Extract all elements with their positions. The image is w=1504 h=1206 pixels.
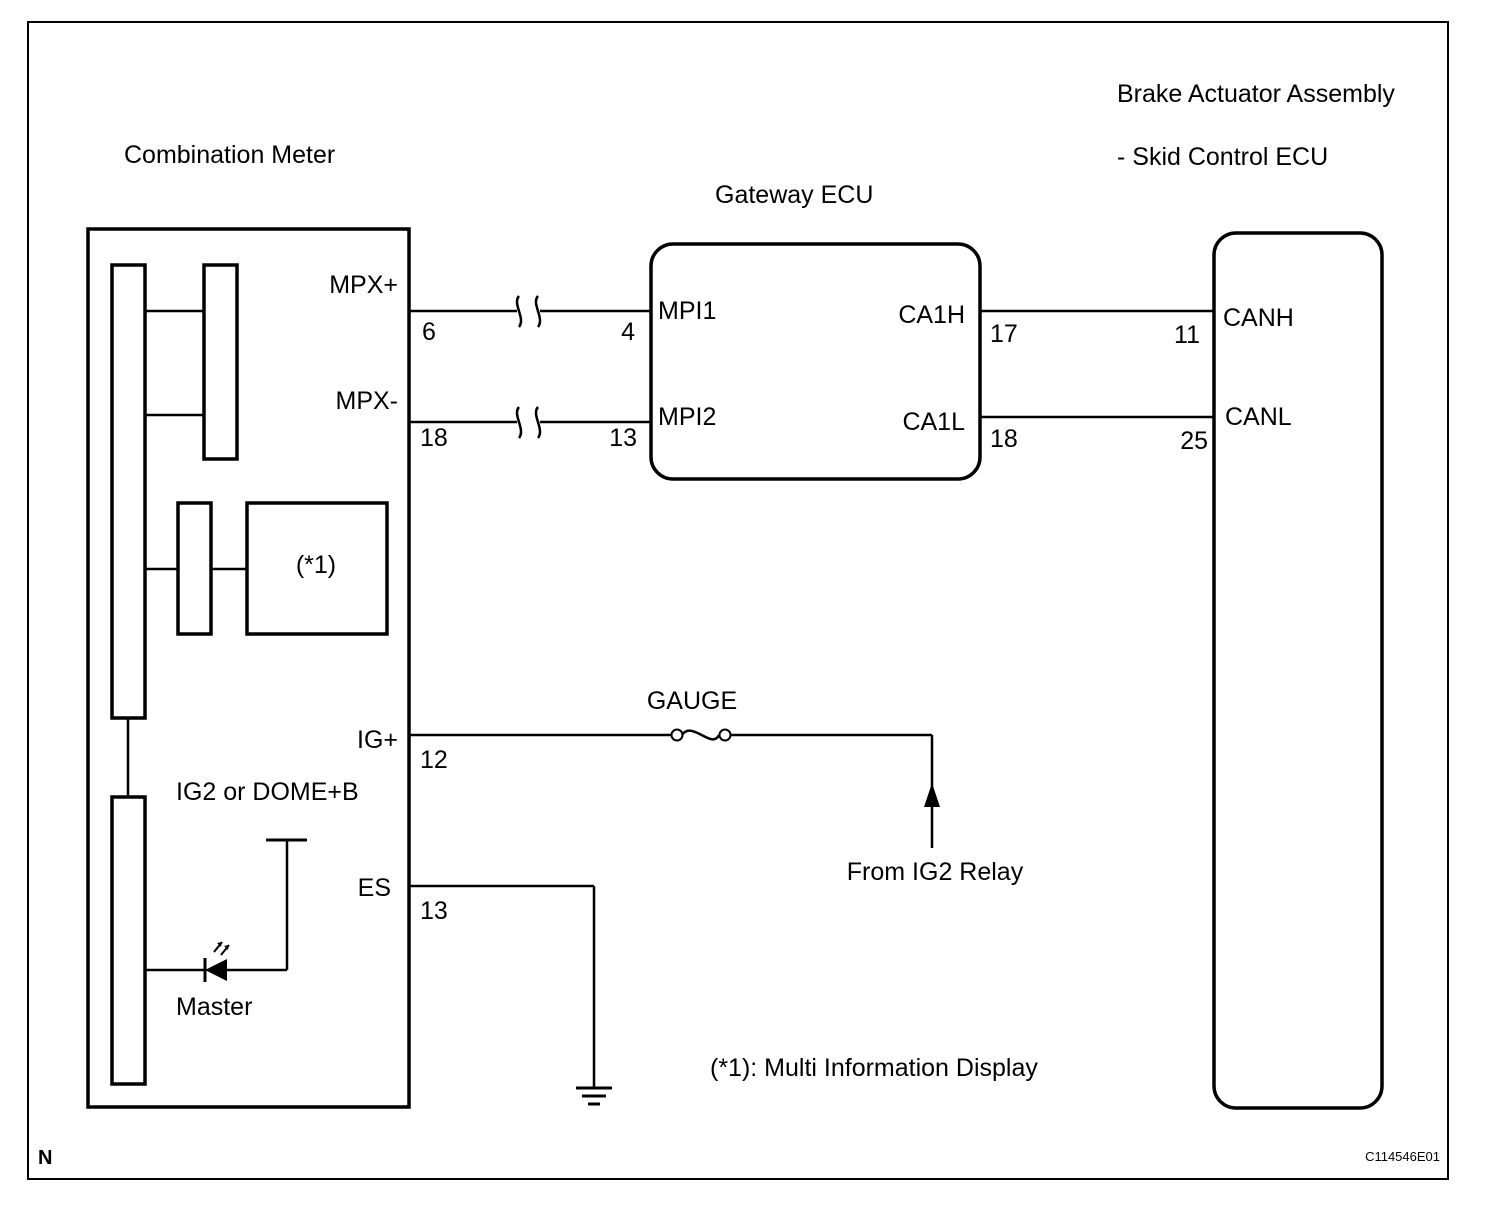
- pin-mpx-minus-label: MPX-: [336, 387, 399, 415]
- wire-break-icon: [515, 295, 542, 328]
- pin-mpx-plus-label: MPX+: [329, 271, 398, 299]
- pin-number: 11: [1174, 321, 1200, 349]
- pin-number: 4: [621, 318, 635, 346]
- pin-canh-label: CANH: [1223, 304, 1294, 332]
- pin-number: 18: [990, 425, 1018, 453]
- meter-comm-ic-block: [202, 263, 239, 461]
- pin-es-label: ES: [358, 874, 391, 902]
- brake-actuator-title: Brake Actuator Assembly: [1117, 80, 1395, 108]
- pin-number: 13: [420, 897, 448, 925]
- pin-ig-plus-label: IG+: [357, 726, 398, 754]
- figure-code: C114546E01: [1365, 1149, 1440, 1164]
- arrow-up-icon: [924, 783, 940, 807]
- relay-label: From IG2 Relay: [847, 858, 1024, 886]
- pin-number: 13: [609, 424, 637, 452]
- pin-canl-label: CANL: [1225, 403, 1292, 431]
- pin-mpi1-label: MPI1: [658, 297, 716, 325]
- corner-letter: N: [38, 1147, 52, 1169]
- multi-info-display-ref: (*1): [296, 551, 336, 579]
- multi-info-display-box: [245, 501, 389, 636]
- master-label: Master: [176, 993, 252, 1021]
- skid-control-ecu-box: [1212, 231, 1384, 1110]
- pin-number: 6: [422, 318, 436, 346]
- combination-meter-title: Combination Meter: [124, 141, 335, 169]
- gateway-ecu-box: [649, 242, 982, 481]
- master-led-icon: [145, 838, 307, 982]
- skid-control-ecu-title: - Skid Control ECU: [1117, 143, 1328, 171]
- footnote: (*1): Multi Information Display: [710, 1054, 1038, 1082]
- fuse-label: GAUGE: [647, 687, 737, 715]
- pin-ca1l-label: CA1L: [902, 408, 965, 436]
- pin-number: 17: [990, 320, 1018, 348]
- gateway-ecu-title: Gateway ECU: [715, 181, 873, 209]
- pin-mpi2-label: MPI2: [658, 403, 716, 431]
- fuse-icon: [670, 728, 732, 742]
- pin-ca1h-label: CA1H: [898, 301, 965, 329]
- pin-number: 12: [420, 746, 448, 774]
- pin-number: 18: [420, 424, 448, 452]
- meter-driver-block: [176, 501, 213, 636]
- pin-number: 25: [1180, 427, 1208, 455]
- meter-power-block: [110, 795, 147, 1086]
- meter-cpu-block: [110, 263, 147, 720]
- diagram-frame: [27, 21, 1449, 1180]
- wire-break-icon: [515, 406, 542, 439]
- ground-icon: [576, 1086, 612, 1106]
- ig2-dome-label: IG2 or DOME+B: [176, 778, 359, 806]
